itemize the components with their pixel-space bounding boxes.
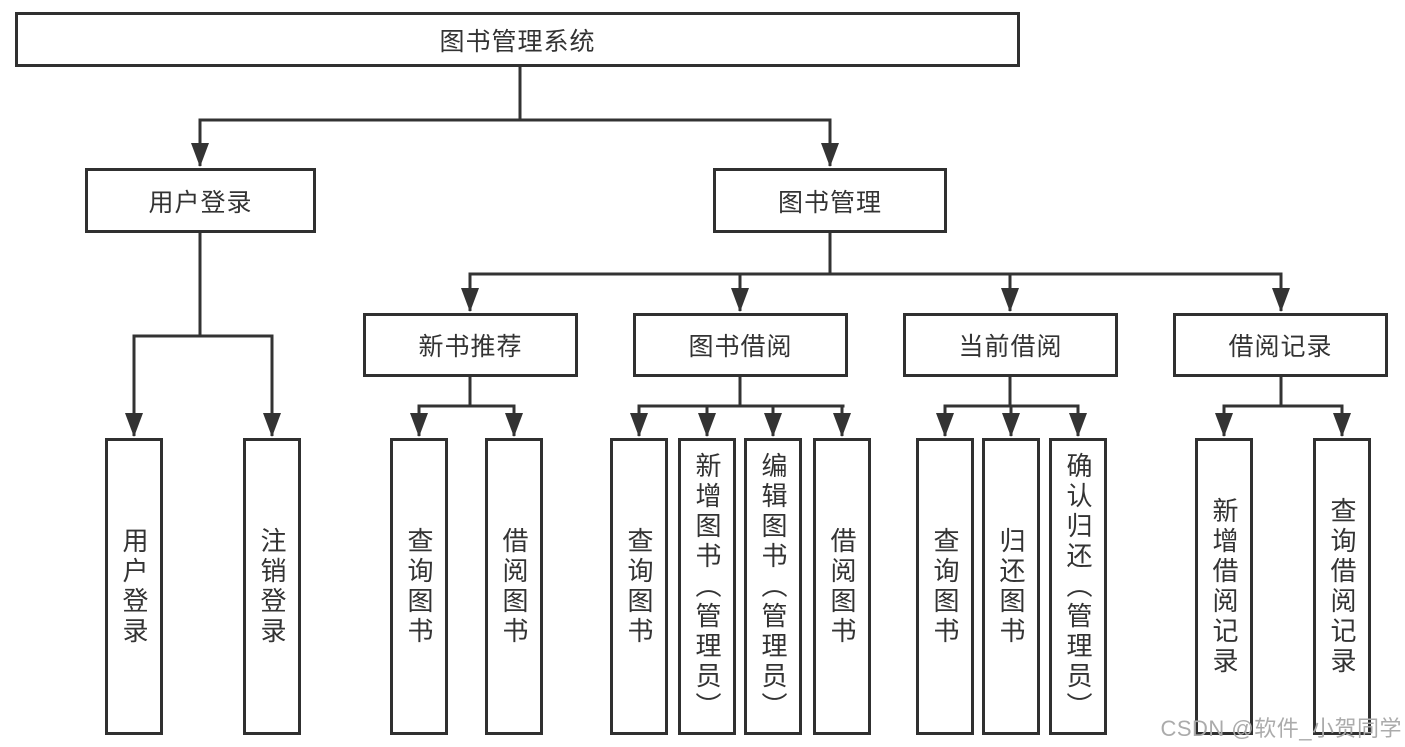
leaf-user-login: 用户登录 xyxy=(105,438,163,735)
node-book-borrowing: 图书借阅 xyxy=(633,313,848,377)
node-label: 查询图书 xyxy=(930,526,960,647)
leaf-confirm-return-admin: 确认归还（管理员） xyxy=(1049,438,1107,735)
leaf-edit-book-admin: 编辑图书（管理员） xyxy=(744,438,802,735)
node-current-borrowing: 当前借阅 xyxy=(903,313,1118,377)
node-label: 注销登录 xyxy=(257,526,287,647)
leaf-borrow-books-2: 借阅图书 xyxy=(813,438,871,735)
node-label: 新增借阅记录 xyxy=(1209,496,1239,677)
node-label: 确认归还（管理员） xyxy=(1063,451,1093,722)
node-label: 查询图书 xyxy=(624,526,654,647)
leaf-borrow-books-1: 借阅图书 xyxy=(485,438,543,735)
node-label: 用户登录 xyxy=(148,188,253,217)
node-label: 归还图书 xyxy=(996,526,1026,647)
leaf-logout: 注销登录 xyxy=(243,438,301,735)
connector-trunks xyxy=(132,65,1344,408)
leaf-return-books: 归还图书 xyxy=(982,438,1040,735)
node-borrow-records: 借阅记录 xyxy=(1173,313,1388,377)
node-library-system: 图书管理系统 xyxy=(15,12,1020,67)
leaf-add-borrow-record: 新增借阅记录 xyxy=(1195,438,1253,735)
node-label: 借阅图书 xyxy=(499,526,529,647)
node-label: 用户登录 xyxy=(119,526,149,647)
node-label: 当前借阅 xyxy=(958,333,1063,361)
node-label: 编辑图书（管理员） xyxy=(758,451,788,722)
node-label: 图书管理 xyxy=(777,188,882,217)
leaf-query-books-2: 查询图书 xyxy=(610,438,668,735)
node-new-book-recommend: 新书推荐 xyxy=(363,313,578,377)
node-label: 新增图书（管理员） xyxy=(692,451,722,722)
leaf-query-books-1: 查询图书 xyxy=(390,438,448,735)
node-label: 借阅图书 xyxy=(827,526,857,647)
csdn-watermark: CSDN @软件_小贺同学 xyxy=(1160,716,1402,741)
node-label: 查询借阅记录 xyxy=(1327,496,1357,677)
leaf-query-books-3: 查询图书 xyxy=(916,438,974,735)
node-label: 新书推荐 xyxy=(418,333,523,361)
node-label: 图书管理系统 xyxy=(439,27,596,56)
node-label: 图书借阅 xyxy=(688,333,793,361)
node-label: 查询图书 xyxy=(404,526,434,647)
node-user-login: 用户登录 xyxy=(85,168,316,233)
node-book-management: 图书管理 xyxy=(713,168,947,233)
node-label: 借阅记录 xyxy=(1228,333,1333,361)
leaf-add-book-admin: 新增图书（管理员） xyxy=(678,438,736,735)
leaf-query-borrow-record: 查询借阅记录 xyxy=(1313,438,1371,735)
